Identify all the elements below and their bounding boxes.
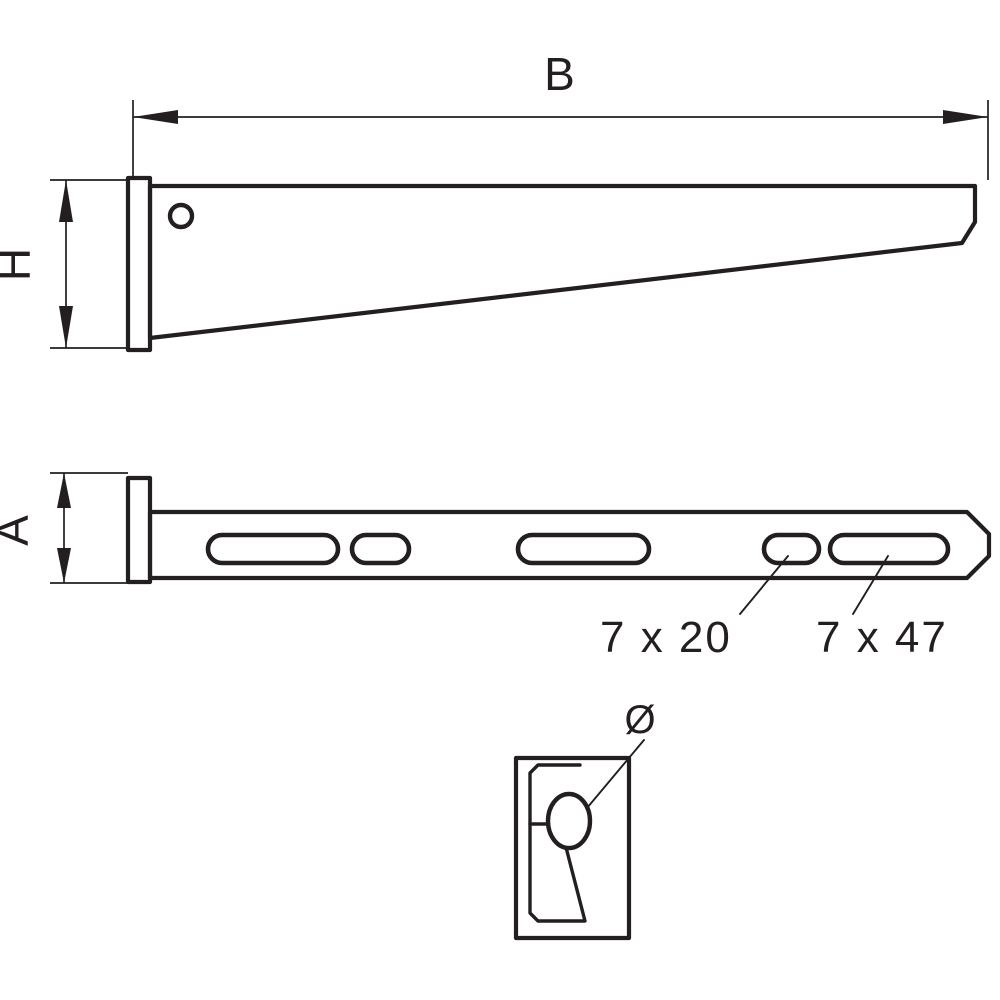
leader-line-slot-large bbox=[852, 555, 889, 615]
callout-slot-large-label: 7 x 47 bbox=[816, 613, 948, 662]
dimension-b-arrow-right bbox=[943, 110, 988, 124]
dimension-h-group bbox=[50, 179, 128, 349]
dimension-h-arrow-top bbox=[59, 180, 73, 222]
side-view-bracket-arm bbox=[147, 183, 978, 341]
plan-view-slot-3 bbox=[515, 532, 652, 566]
leader-line-slot-small bbox=[739, 555, 789, 615]
slot-callout-leaders bbox=[739, 555, 889, 615]
dimension-a-group bbox=[50, 472, 128, 584]
dimension-a-arrow-top bbox=[57, 473, 71, 508]
callout-diameter-symbol: Ø bbox=[624, 698, 655, 742]
dimension-a-label: A bbox=[0, 514, 38, 546]
callout-slot-small-label: 7 x 20 bbox=[600, 613, 732, 662]
detail-view-frame bbox=[513, 755, 632, 941]
detail-view bbox=[513, 739, 645, 941]
plan-view bbox=[125, 475, 992, 585]
detail-view-upper-hook bbox=[528, 763, 582, 826]
side-elevation-view bbox=[125, 175, 978, 353]
side-view-mounting-hole bbox=[167, 202, 195, 230]
dimension-b-group bbox=[132, 100, 989, 180]
plan-view-slot-2 bbox=[349, 532, 412, 566]
plan-view-slot-4 bbox=[761, 532, 822, 566]
plan-view-bracket-arm bbox=[147, 509, 992, 581]
dimension-b-arrow-left bbox=[133, 110, 178, 124]
dimension-b-label: B bbox=[544, 48, 576, 100]
leader-line-diameter bbox=[586, 739, 645, 809]
dimension-a-arrow-bottom bbox=[57, 548, 71, 583]
side-view-wall-plate bbox=[125, 175, 153, 353]
plan-view-slot-1 bbox=[205, 532, 341, 566]
dimension-h-arrow-bottom bbox=[59, 306, 73, 348]
plan-view-slot-5 bbox=[827, 532, 951, 566]
dimension-h-label: H bbox=[0, 247, 40, 281]
plan-view-wall-plate bbox=[125, 475, 153, 585]
detail-view-oval-hole bbox=[545, 791, 593, 851]
